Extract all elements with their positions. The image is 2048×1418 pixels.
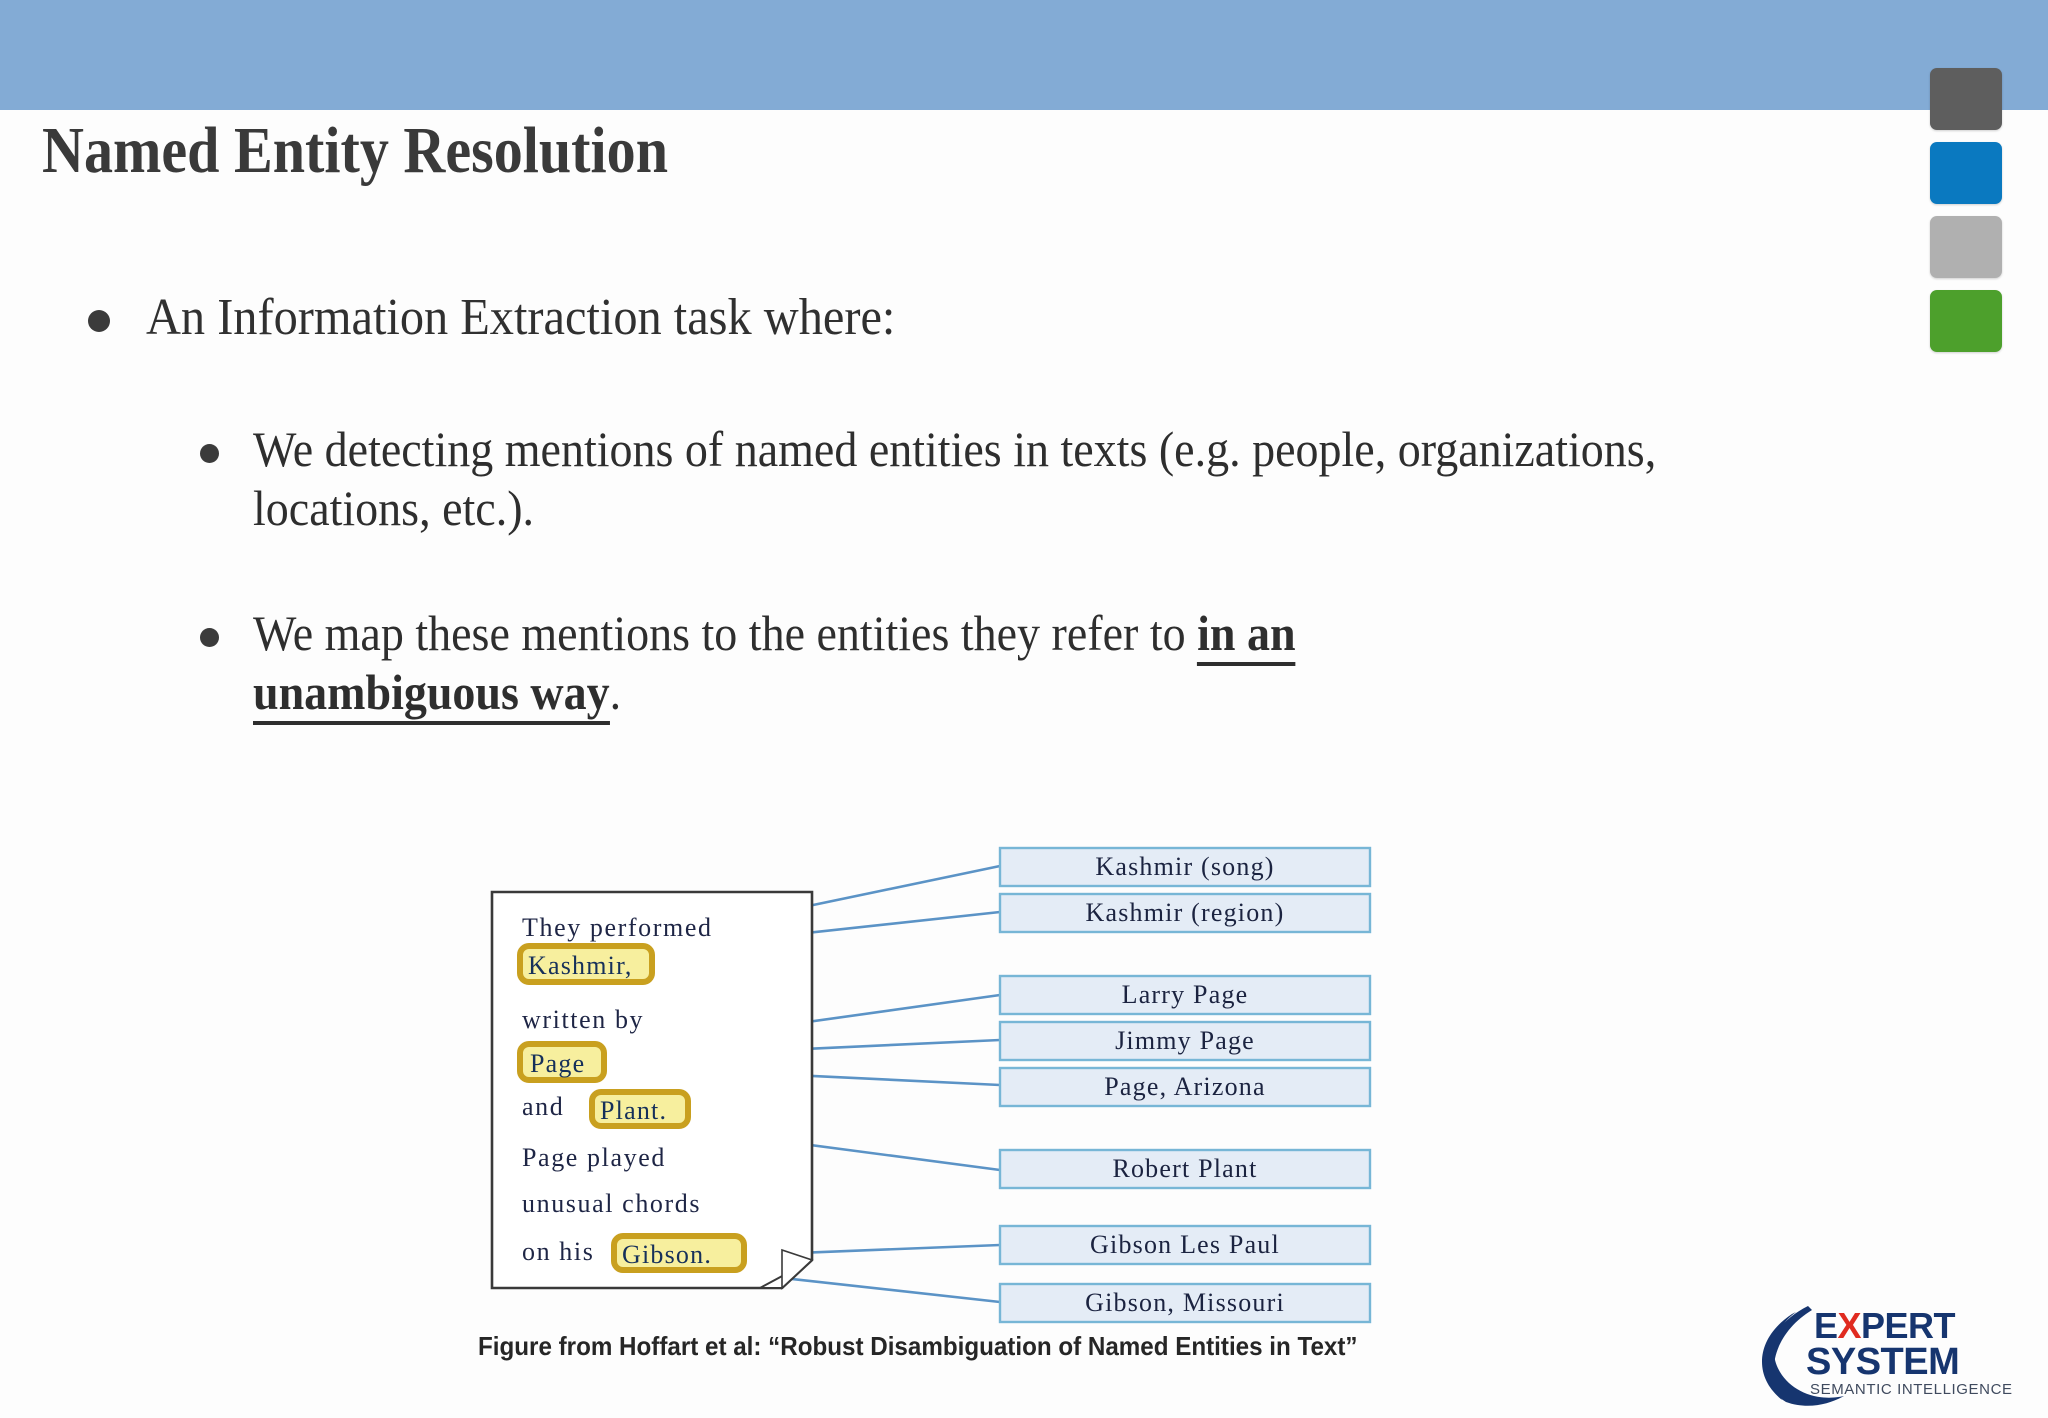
bullet-dot-icon — [200, 628, 219, 647]
doc-line-8-prefix: on his — [522, 1237, 594, 1266]
logo-pert: PERT — [1861, 1305, 1956, 1346]
square-light-gray — [1930, 216, 2002, 278]
mention-page[interactable]: Page — [517, 1041, 607, 1083]
mention-plant[interactable]: Plant. — [589, 1089, 691, 1129]
svg-text:Page: Page — [530, 1049, 585, 1078]
entity-label: Robert Plant — [1112, 1154, 1257, 1183]
entity-box-gibson-les-paul[interactable]: Gibson Les Paul — [998, 1224, 1372, 1266]
svg-text:Gibson.: Gibson. — [622, 1240, 712, 1269]
entity-box-kashmir-region[interactable]: Kashmir (region) — [998, 892, 1372, 934]
detect-line-1: We detecting mentions of named entities … — [253, 421, 1387, 477]
square-dark-gray — [1930, 68, 2002, 130]
entity-box-jimmy-page[interactable]: Jimmy Page — [998, 1020, 1372, 1062]
bullet-dot-icon — [200, 444, 219, 463]
entity-label: Gibson Les Paul — [1090, 1230, 1280, 1259]
entity-label: Kashmir (song) — [1095, 852, 1274, 881]
logo-tagline: SEMANTIC INTELLIGENCE — [1810, 1381, 2013, 1398]
doc-line-6: Page played — [522, 1143, 666, 1172]
bullet-level2-detect: We detecting mentions of named entities … — [200, 420, 1900, 537]
mention-gibson[interactable]: Gibson. — [611, 1233, 747, 1273]
mention-kashmir[interactable]: Kashmir, — [517, 943, 655, 985]
page-title: Named Entity Resolution — [42, 114, 669, 187]
entity-box-page-arizona[interactable]: Page, Arizona — [998, 1066, 1372, 1108]
doc-line-1: They performed — [522, 913, 713, 942]
entity-label: Page, Arizona — [1104, 1072, 1265, 1101]
logo-word-system: SYSTEM — [1806, 1341, 1959, 1383]
header-band — [0, 0, 2048, 110]
entity-box-larry-page[interactable]: Larry Page — [998, 974, 1372, 1016]
doc-line-3: written by — [522, 1005, 644, 1034]
bullet-dot-icon — [88, 310, 110, 332]
bullet-level2-detect-text: We detecting mentions of named entities … — [253, 420, 1661, 537]
doc-line-7: unusual chords — [522, 1189, 701, 1218]
logo-x: X — [1838, 1305, 1862, 1346]
entity-label: Gibson, Missouri — [1085, 1288, 1285, 1317]
entity-label: Larry Page — [1122, 980, 1249, 1009]
expert-system-logo: EXPERT SYSTEM SEMANTIC INTELLIGENCE — [1752, 1300, 2048, 1412]
square-green — [1930, 290, 2002, 352]
logo-arc-icon — [1765, 1306, 1812, 1400]
bullet-level2-map-text: We map these mentions to the entities th… — [253, 604, 1661, 725]
map-emphasis-b: unambiguous way — [253, 663, 610, 725]
map-tail: . — [609, 663, 622, 720]
logo-e: E — [1814, 1305, 1838, 1346]
map-emphasis-a: in an — [1197, 605, 1296, 666]
doc-line-5-prefix: and — [522, 1092, 564, 1121]
bullet-level2-map: We map these mentions to the entities th… — [200, 604, 1900, 725]
entity-box-robert-plant[interactable]: Robert Plant — [998, 1148, 1372, 1190]
svg-text:Kashmir,: Kashmir, — [528, 951, 633, 980]
svg-text:Plant.: Plant. — [600, 1096, 667, 1125]
bullet-level1-text: An Information Extraction task where: — [146, 289, 896, 346]
entity-box-kashmir-song[interactable]: Kashmir (song) — [998, 846, 1372, 888]
map-second-line: unambiguous way. — [253, 663, 1661, 725]
decorative-squares — [1930, 68, 2002, 364]
logo-word-expert: EXPERT — [1814, 1305, 1956, 1346]
figure-caption: Figure from Hoffart et al: “Robust Disam… — [478, 1331, 1358, 1361]
ner-figure: .dtxt{font-family:"Liberation Serif",ser… — [430, 840, 1450, 1380]
map-plain-text: We map these mentions to the entities th… — [253, 605, 1198, 661]
detect-line-2: organizations, locations, etc.). — [253, 421, 1657, 536]
entity-label: Kashmir (region) — [1086, 898, 1285, 927]
entity-box-gibson-missouri[interactable]: Gibson, Missouri — [998, 1282, 1372, 1324]
square-blue — [1930, 142, 2002, 204]
bullet-level1: An Information Extraction task where: — [88, 288, 1888, 348]
entity-label: Jimmy Page — [1115, 1026, 1255, 1055]
